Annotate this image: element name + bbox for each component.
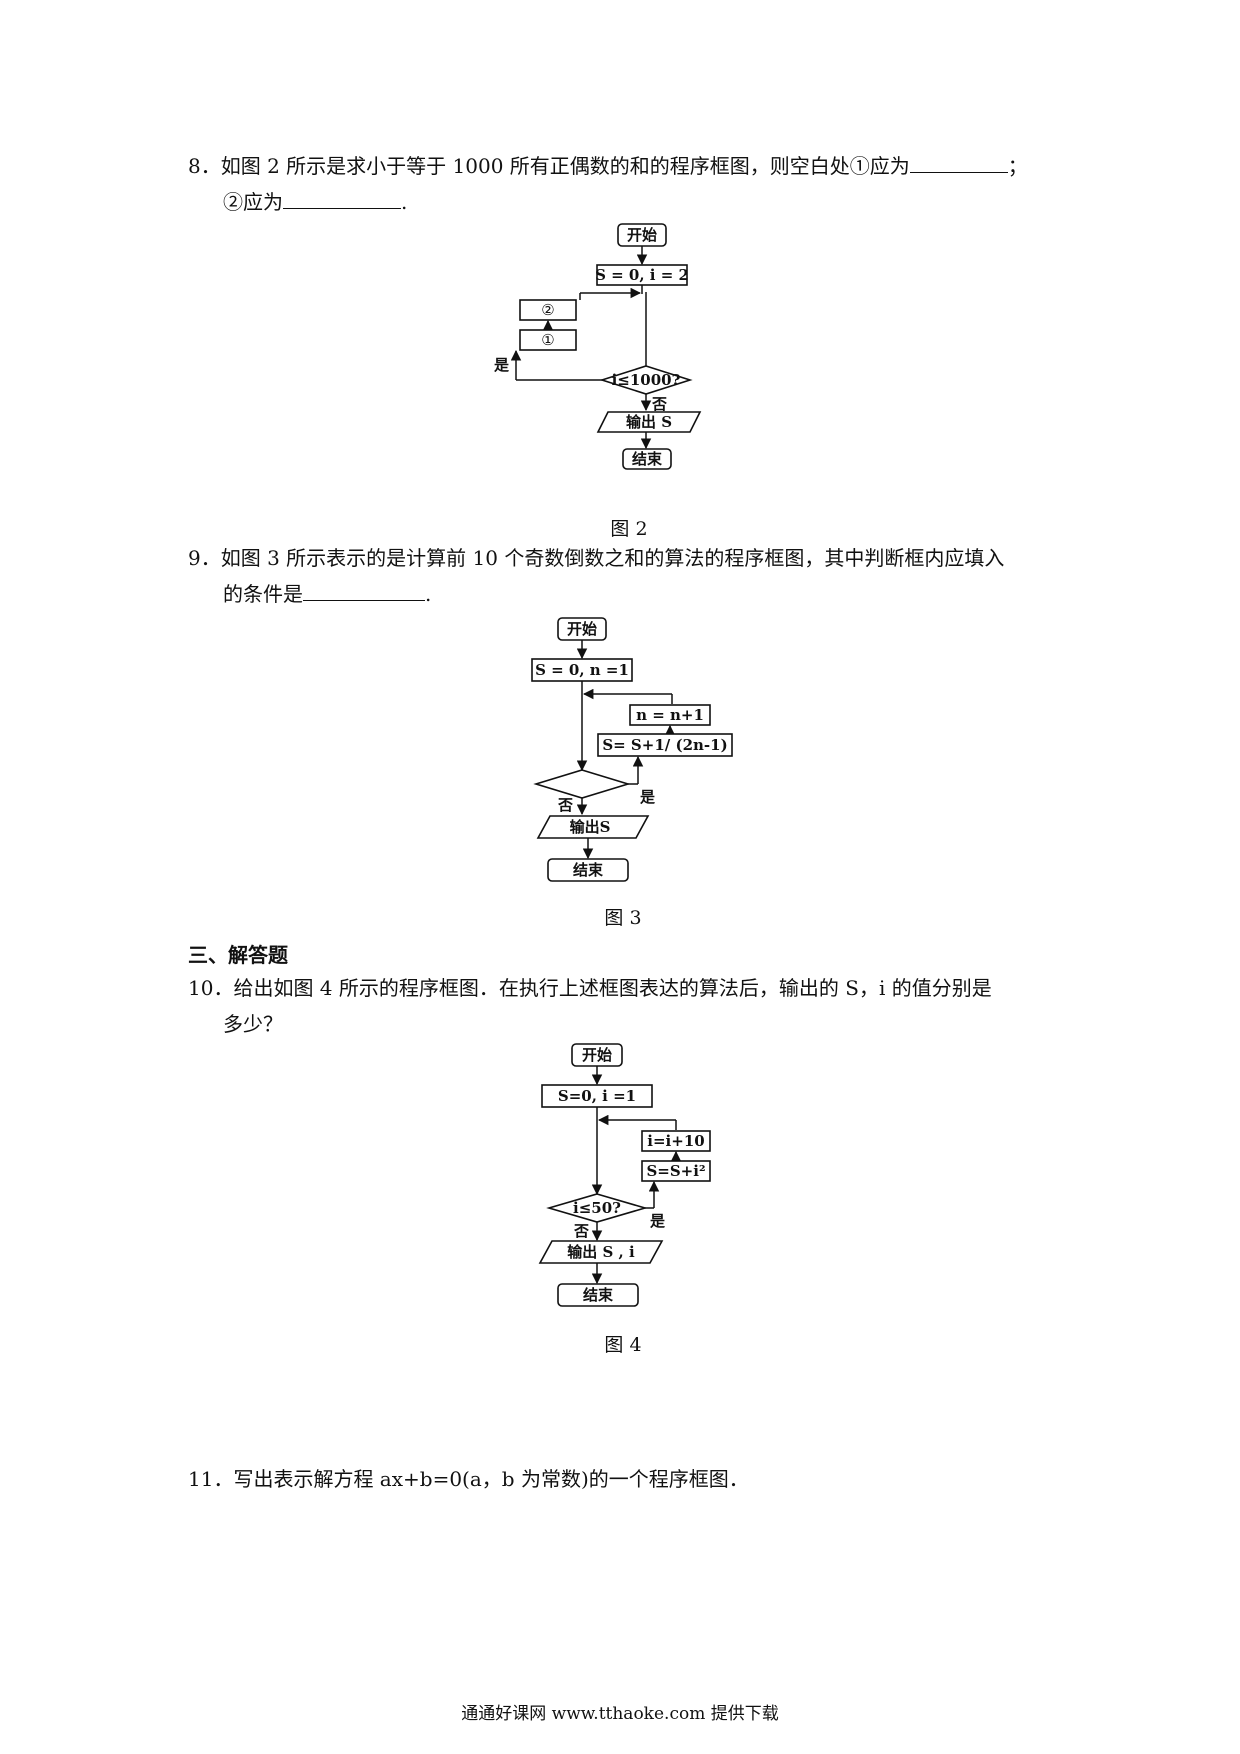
fig2-init-label: S = 0, i = 2 xyxy=(595,266,689,284)
q9-blank[interactable] xyxy=(303,580,425,601)
fig4-update-s-label: S=S+i² xyxy=(646,1162,705,1180)
fig4-init-label: S=0, i =1 xyxy=(558,1087,636,1105)
fig4-update-s-box xyxy=(641,1160,711,1182)
fig2-condition-label: i≤1000? xyxy=(612,371,681,389)
q8-blank-2[interactable] xyxy=(283,188,401,209)
fig4-yes-label: 是 xyxy=(649,1212,666,1230)
fig2-no-label: 否 xyxy=(651,395,667,413)
fig3-end-box xyxy=(547,858,629,882)
fig4-no-label: 否 xyxy=(573,1222,589,1240)
section-heading: 三、解答题 xyxy=(188,943,288,967)
q8-blank-1[interactable] xyxy=(909,152,1008,173)
fig3-caption: 图 3 xyxy=(604,907,642,929)
fig2-caption: 图 2 xyxy=(610,518,648,540)
fig4-start-label: 开始 xyxy=(582,1046,612,1064)
q8-text: 8．如图 2 所示是求小于等于 1000 所有正偶数的和的程序框图，则空白处①应… xyxy=(188,154,910,178)
fig3-start-label: 开始 xyxy=(567,620,597,638)
fig3-output-label: 输出S xyxy=(570,818,611,836)
fig4-condition-label: i≤50? xyxy=(573,1199,621,1217)
fig3-update-s-box xyxy=(597,733,733,757)
q10-line2: 多少？ xyxy=(223,1012,283,1036)
fig2-output-label: 输出 S xyxy=(626,413,672,431)
q10-line1: 10．给出如图 4 所示的程序框图．在执行上述框图表达的算法后，输出的 S，i … xyxy=(188,976,992,1000)
q9-text: 的条件是 xyxy=(223,582,303,606)
q8-punct: ； xyxy=(1007,154,1028,178)
q11-line: 11．写出表示解方程 ax+b=0(a，b 为常数)的一个程序框图． xyxy=(188,1467,749,1491)
fig2-end-label: 结束 xyxy=(632,450,663,468)
q8-period: . xyxy=(401,190,408,214)
fig2-yes-label: 是 xyxy=(493,356,510,374)
q9-line2: 的条件是. xyxy=(223,580,431,608)
q9-line1: 9．如图 3 所示表示的是计算前 10 个奇数倒数之和的算法的程序框图，其中判断… xyxy=(188,546,1005,570)
fig2-end-box xyxy=(622,448,672,470)
q8-text-2: ②应为 xyxy=(223,190,283,214)
fig4-end-box xyxy=(557,1283,639,1307)
figure-2-flowchart: 开始 S = 0, i = 2 ② ① 是 i≤1000? 否 输出 S 结束 xyxy=(493,223,702,470)
fig4-output-label: 输出 S , i xyxy=(567,1243,635,1261)
fig4-caption: 图 4 xyxy=(604,1334,642,1356)
figure-3-flowchart: 开始 S = 0, n =1 n = n+1 S= S+1/ (2n-1) 是 … xyxy=(531,617,733,882)
figure-4-flowchart: 开始 S=0, i =1 i=i+10 S=S+i² i≤50? 是 否 输出 … xyxy=(538,1043,711,1307)
q8-line2: ②应为. xyxy=(223,188,407,216)
fig4-update-i-label: i=i+10 xyxy=(647,1132,704,1150)
fig4-end-label: 结束 xyxy=(583,1286,614,1304)
fig4-output-box xyxy=(538,1240,664,1264)
fig2-box-1 xyxy=(519,329,577,351)
fig2-box-1-label: ① xyxy=(541,331,554,349)
fig3-update-n-label: n = n+1 xyxy=(636,706,704,724)
fig3-yes-label: 是 xyxy=(639,788,656,806)
fig3-init-label: S = 0, n =1 xyxy=(535,661,629,679)
fig3-no-label: 否 xyxy=(557,796,573,814)
fig3-end-label: 结束 xyxy=(573,861,604,879)
q8-line1: 8．如图 2 所示是求小于等于 1000 所有正偶数的和的程序框图，则空白处①应… xyxy=(188,152,1028,180)
fig2-output-box xyxy=(596,411,702,433)
fig3-condition-diamond[interactable] xyxy=(533,769,631,799)
fig2-box-2-label: ② xyxy=(541,301,554,319)
q9-period: . xyxy=(425,582,432,606)
fig3-output-box xyxy=(536,815,650,839)
fig3-update-s-label: S= S+1/ (2n-1) xyxy=(602,736,727,754)
page-footer: 通通好课网 www.tthaoke.com 提供下载 xyxy=(461,1704,779,1724)
fig2-start-label: 开始 xyxy=(627,226,657,244)
